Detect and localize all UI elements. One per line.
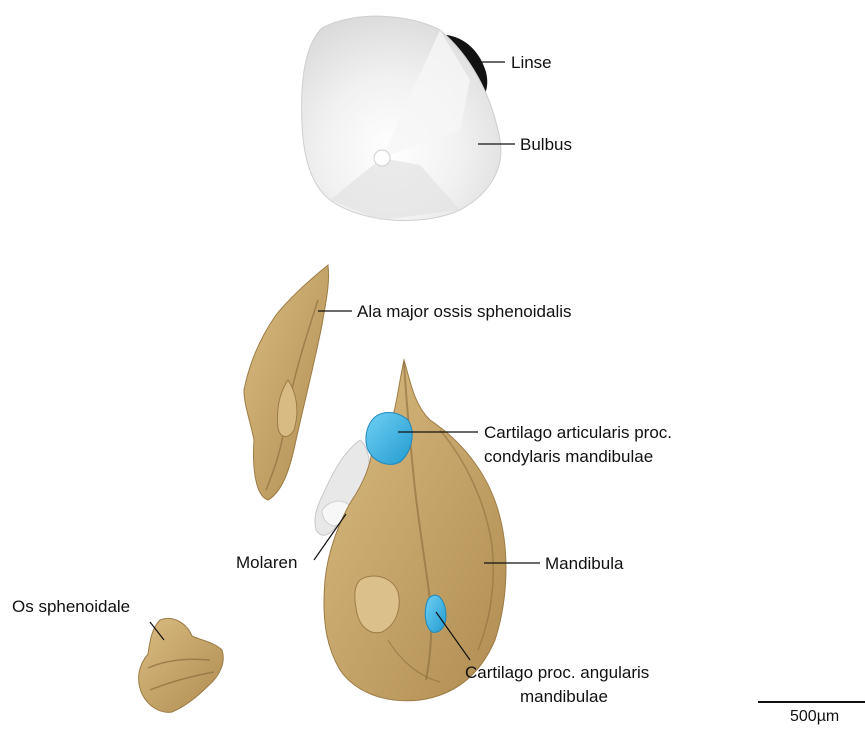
label-cartilago-articularis-2: condylaris mandibulae: [484, 446, 653, 467]
label-cartilago-angularis-2: mandibulae: [520, 686, 608, 707]
label-os-sphenoidale: Os sphenoidale: [12, 596, 130, 617]
cartilago-articularis-shape: [366, 413, 412, 465]
os-sphenoidale-shape: [139, 618, 224, 712]
scale-bar-label: 500µm: [790, 708, 839, 726]
optic-nerve-stub: [374, 150, 390, 166]
cartilago-angularis-shape: [425, 595, 446, 632]
label-molaren: Molaren: [236, 552, 297, 573]
label-linse: Linse: [511, 52, 552, 73]
label-ala-major: Ala major ossis sphenoidalis: [357, 301, 572, 322]
label-mandibula: Mandibula: [545, 553, 623, 574]
label-cartilago-articularis-1: Cartilago articularis proc.: [484, 422, 672, 443]
label-cartilago-angularis-1: Cartilago proc. angularis: [465, 662, 649, 683]
label-bulbus: Bulbus: [520, 134, 572, 155]
